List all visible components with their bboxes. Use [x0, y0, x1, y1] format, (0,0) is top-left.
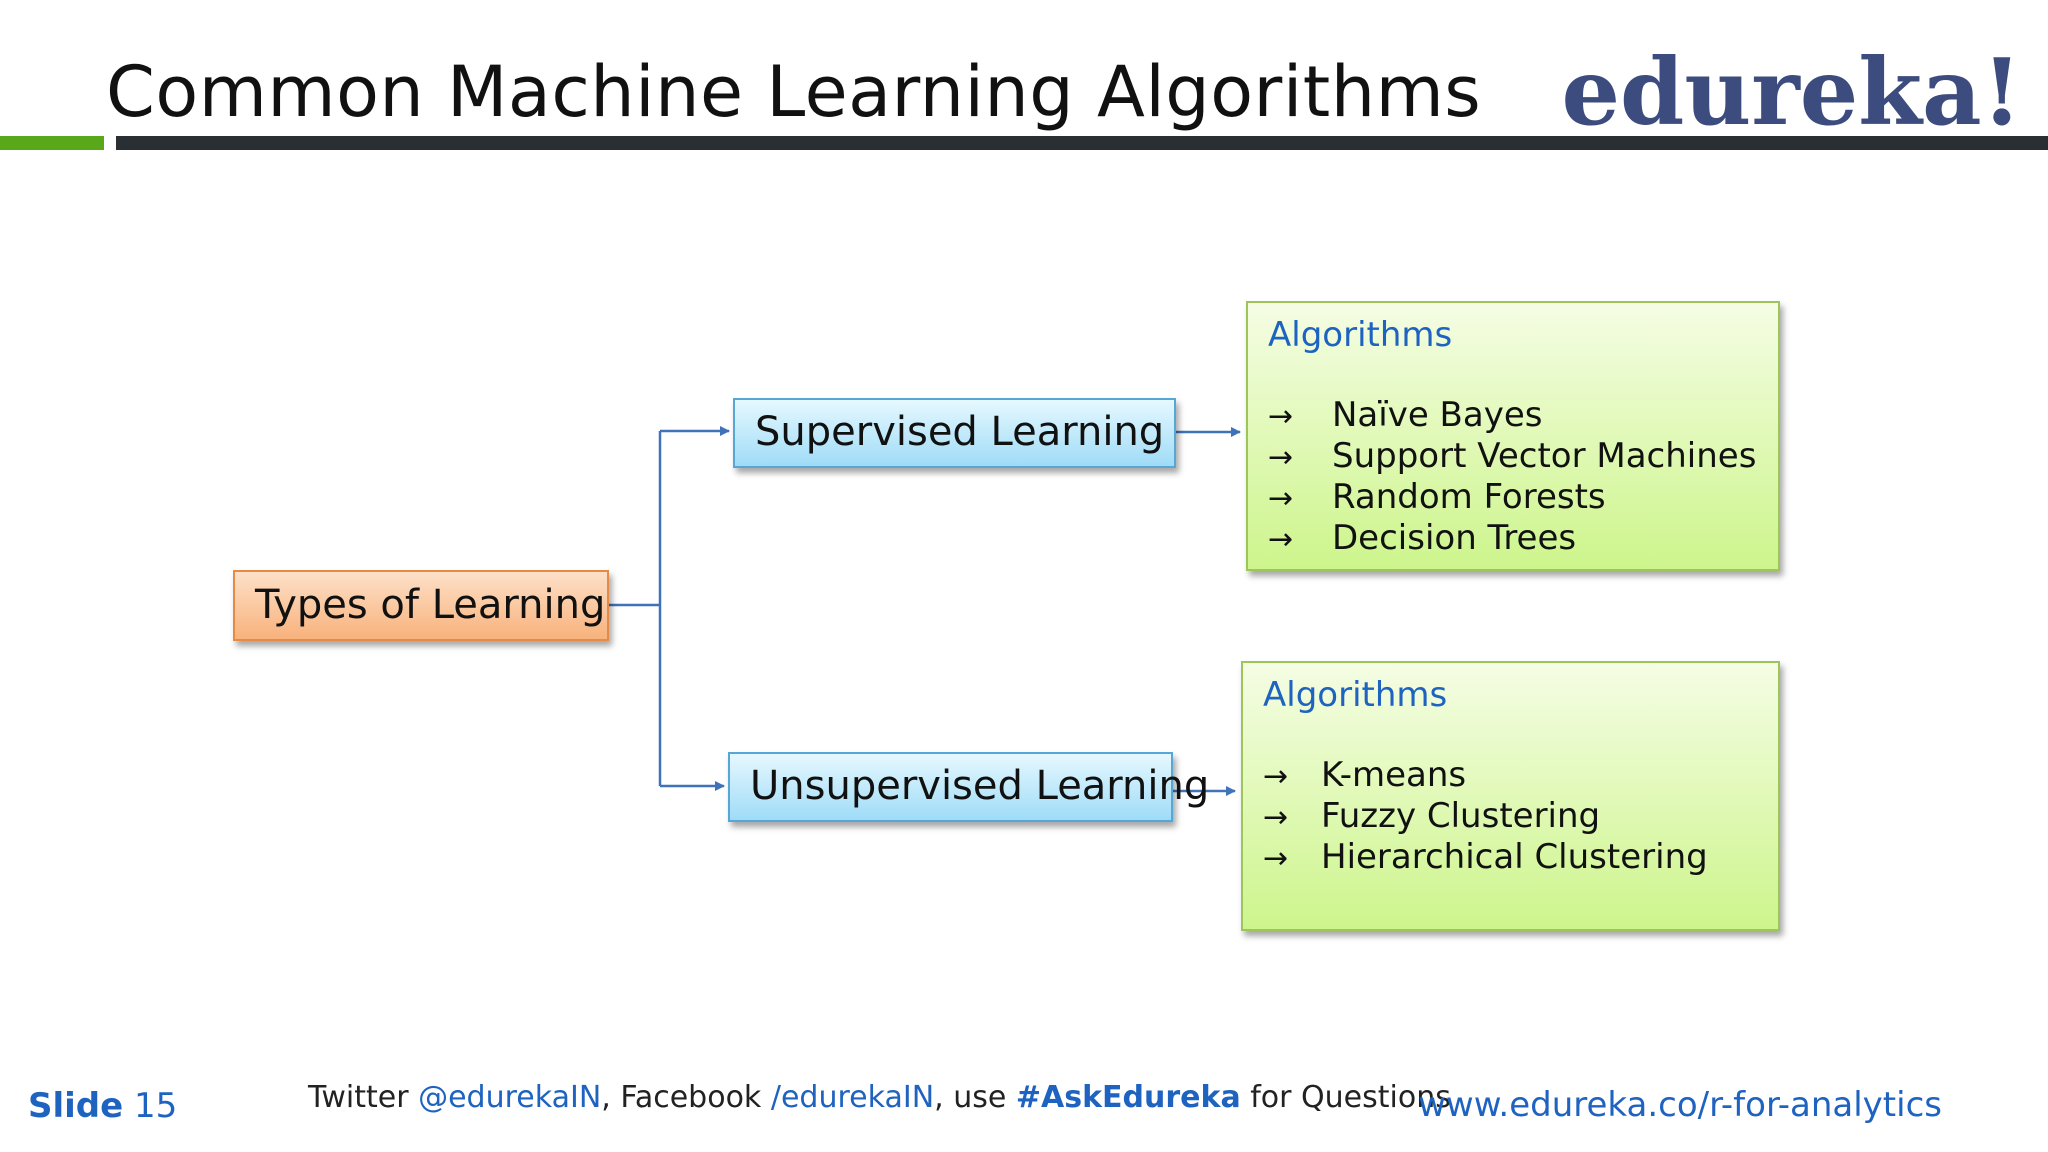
algorithm-name: Naïve Bayes	[1332, 395, 1543, 435]
algorithm-item: → Fuzzy Clustering	[1263, 796, 1708, 837]
arrow-right-icon: →	[1263, 841, 1289, 876]
hashtag-link[interactable]: #AskEdureka	[1015, 1080, 1241, 1115]
unsupervised-learning-label: Unsupervised Learning	[750, 763, 1210, 809]
algorithm-item: → Decision Trees	[1268, 518, 1756, 559]
algorithm-name: Decision Trees	[1332, 518, 1577, 558]
arrow-right-icon: →	[1263, 800, 1289, 835]
slide-number: Slide 15	[28, 1085, 177, 1127]
twitter-label: Twitter	[308, 1080, 409, 1115]
types-of-learning-box: Types of Learning	[233, 570, 609, 641]
facebook-handle-link[interactable]: /edurekaIN	[770, 1080, 935, 1115]
algorithm-item: → Hierarchical Clustering	[1263, 837, 1708, 878]
algorithm-name: K-means	[1321, 755, 1467, 795]
algorithms-heading: Algorithms	[1268, 315, 1453, 355]
supervised-algorithms-box: Algorithms → Naïve Bayes → Support Vector …	[1246, 301, 1780, 571]
social-footer: Twitter @edurekaIN, Facebook /edurekaIN,…	[308, 1078, 1451, 1118]
arrow-right-icon: →	[1268, 440, 1294, 475]
algorithm-item: → Naïve Bayes	[1268, 395, 1756, 436]
algorithm-list: → K-means → Fuzzy Clustering → Hierarchical…	[1263, 755, 1708, 878]
arrow-right-icon: →	[1268, 522, 1294, 557]
algorithm-item: → Random Forests	[1268, 477, 1756, 518]
slide-label: Slide	[28, 1086, 124, 1126]
arrow-right-icon: →	[1268, 481, 1294, 516]
slide-number-value: 15	[134, 1086, 178, 1126]
use-text: , use	[934, 1080, 1007, 1115]
supervised-learning-label: Supervised Learning	[755, 409, 1165, 455]
arrow-right-icon: →	[1263, 759, 1289, 794]
edureka-logo: edureka!	[1561, 38, 2023, 146]
unsupervised-learning-box: Unsupervised Learning	[728, 752, 1209, 822]
algorithm-name: Hierarchical Clustering	[1321, 837, 1708, 877]
algorithm-name: Support Vector Machines	[1332, 436, 1757, 476]
slide-title: Common Machine Learning Algorithms	[106, 51, 1482, 133]
algorithms-heading: Algorithms	[1263, 675, 1448, 715]
twitter-handle-link[interactable]: @edurekaIN	[418, 1080, 602, 1115]
algorithm-item: → K-means	[1263, 755, 1708, 796]
types-of-learning-label: Types of Learning	[255, 582, 606, 628]
arrow-right-icon: →	[1268, 399, 1294, 434]
title-rule-accent	[0, 136, 104, 150]
algorithm-name: Random Forests	[1332, 477, 1606, 517]
algorithm-item: → Support Vector Machines	[1268, 436, 1756, 477]
title-rule	[116, 136, 2048, 150]
unsupervised-algorithms-box: Algorithms → K-means → Fuzzy Clustering → H…	[1241, 661, 1780, 931]
algorithm-name: Fuzzy Clustering	[1321, 796, 1601, 836]
website-url-link[interactable]: www.edureka.co/r-for-analytics	[1418, 1085, 1942, 1125]
supervised-learning-box: Supervised Learning	[733, 398, 1176, 468]
facebook-label: , Facebook	[601, 1080, 762, 1115]
questions-text: for Questions	[1250, 1080, 1451, 1115]
algorithm-list: → Naïve Bayes → Support Vector Machines → R…	[1268, 395, 1756, 559]
